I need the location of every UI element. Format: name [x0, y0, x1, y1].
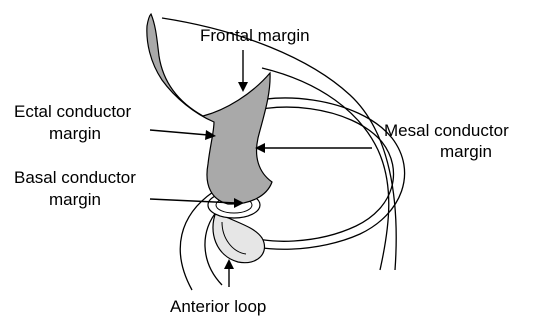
ectal-conductor-label-line2: margin	[49, 123, 101, 145]
basal-conductor-label-line1: Basal conductor	[14, 167, 136, 189]
anterior-loop-shape	[213, 212, 265, 263]
frontal-arrowhead	[238, 82, 248, 92]
basal-conductor-label-line2: margin	[49, 189, 101, 211]
frontal-margin-label: Frontal margin	[200, 25, 310, 47]
mesal-conductor-label-line1: Mesal conductor	[384, 120, 509, 142]
outer-outline	[162, 18, 396, 270]
ectal-conductor-label-line1: Ectal conductor	[14, 101, 131, 123]
mesal-conductor-label-line2: margin	[440, 141, 492, 163]
ectal-arrow-line	[150, 130, 208, 135]
anterior-loop-label: Anterior loop	[170, 296, 266, 318]
